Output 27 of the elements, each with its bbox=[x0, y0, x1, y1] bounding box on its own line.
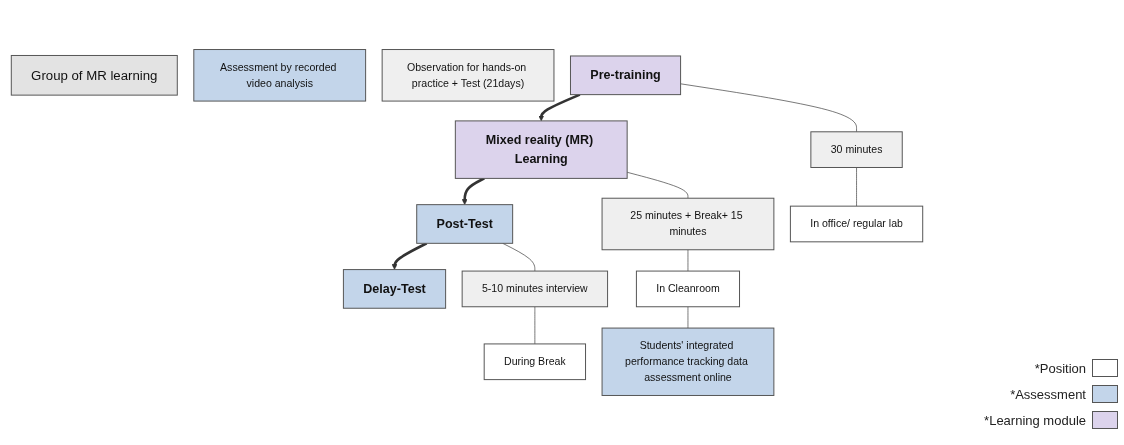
node-box: Observation for hands-on practice + Test (21days) bbox=[381, 49, 555, 102]
connector bbox=[626, 171, 689, 199]
legend-label: *Position bbox=[1034, 360, 1086, 376]
connector bbox=[687, 306, 689, 329]
connector bbox=[502, 243, 536, 272]
connector bbox=[680, 83, 857, 133]
node-box: Delay-Test bbox=[342, 269, 447, 309]
arrow bbox=[538, 93, 581, 122]
node-box: 25 minutes + Break+ 15 minutes bbox=[601, 197, 775, 251]
node-box: Mixed reality (MR) Learning bbox=[454, 120, 628, 179]
legend-label: *Assessment bbox=[1010, 386, 1086, 402]
node-box: During Break bbox=[483, 343, 587, 381]
arrow bbox=[391, 242, 428, 270]
node-box: Group of MR learning bbox=[10, 55, 178, 96]
node-box: In Cleanroom bbox=[635, 270, 741, 308]
node-box: 30 minutes bbox=[810, 131, 903, 168]
node-box: Assessment by recorded video analysis bbox=[193, 49, 367, 102]
connector bbox=[856, 167, 857, 207]
node-box: Pre-training bbox=[570, 55, 682, 96]
node-box: 5-10 minutes interview bbox=[461, 270, 609, 308]
legend-label: *Learning module bbox=[984, 412, 1086, 428]
node-box: In office/ regular lab bbox=[789, 205, 924, 243]
node-box: Post-Test bbox=[416, 204, 514, 244]
connector bbox=[534, 306, 536, 345]
connector bbox=[687, 249, 689, 272]
arrow bbox=[461, 177, 485, 205]
node-box: Students' integrated performance tracking data assessment online bbox=[601, 327, 775, 396]
